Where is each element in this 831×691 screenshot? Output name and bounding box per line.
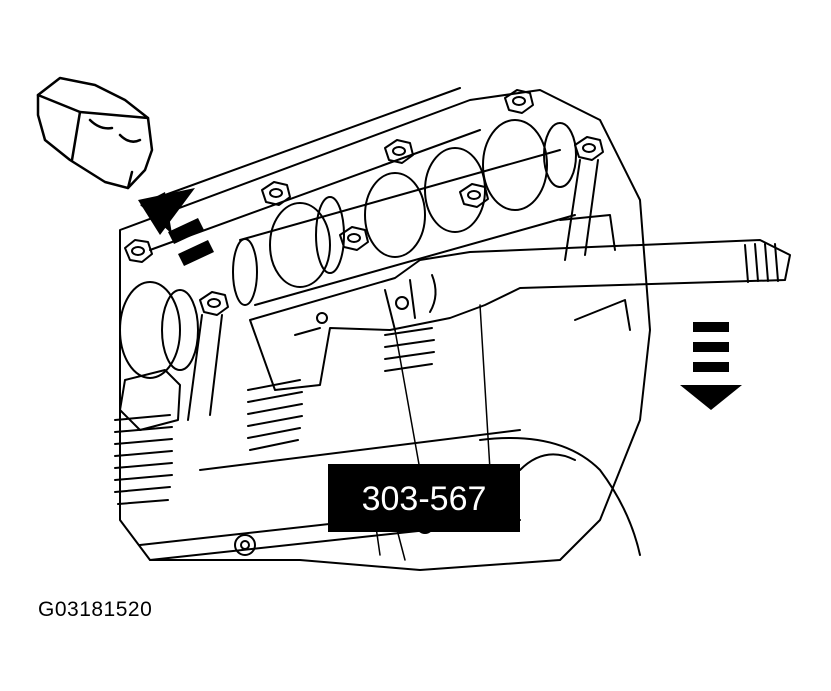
arrow-up-left-icon: [138, 188, 214, 266]
roller-follower: [119, 369, 181, 431]
tool-callout-label: 303-567: [362, 480, 487, 518]
camshaft: [119, 119, 577, 379]
removed-roller-follower: [36, 76, 154, 190]
service-tool: [249, 239, 791, 391]
arrow-down-icon: [680, 322, 742, 410]
figure-id: G03181520: [38, 598, 153, 621]
valve-springs: [114, 327, 435, 505]
tool-callout: 303-567: [328, 464, 520, 532]
bearing-cap-bolts: [124, 89, 604, 421]
